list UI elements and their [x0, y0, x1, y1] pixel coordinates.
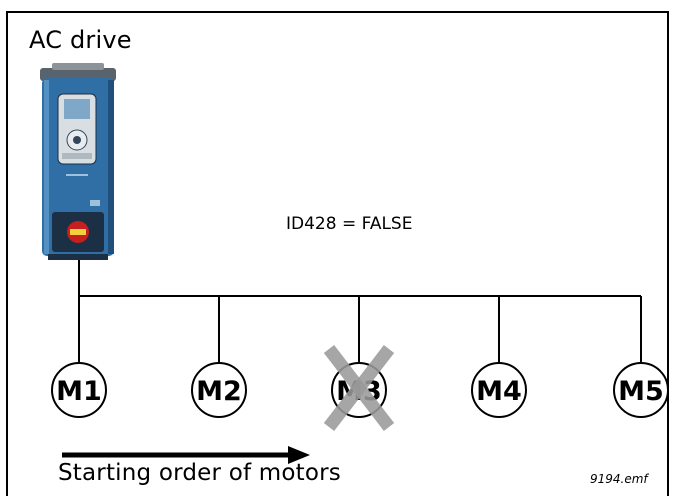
frame-border — [6, 11, 669, 496]
motors-group: M1 M2 M3 M4 M5 — [51, 345, 669, 431]
motor-4: M4 — [471, 362, 527, 418]
ac-drive-unit — [40, 63, 116, 260]
diagram-title: AC drive — [29, 26, 132, 54]
motor-1: M1 — [51, 362, 107, 418]
motor-circle — [51, 362, 107, 418]
parameter-label: ID428 = FALSE — [286, 214, 413, 234]
bus-wiring — [78, 260, 642, 364]
order-arrow — [62, 446, 310, 464]
motor-label: M4 — [476, 376, 522, 407]
motor-5: M5 — [613, 362, 669, 418]
motor-2: M2 — [191, 362, 247, 418]
disabled-cross-icon — [323, 345, 395, 431]
order-label: Starting order of motors — [58, 460, 341, 486]
file-reference: 9194.emf — [590, 472, 648, 486]
motor-3: M3 — [323, 345, 395, 431]
motor-label: M1 — [56, 376, 102, 407]
motor-circle — [191, 362, 247, 418]
motor-circle — [613, 362, 669, 418]
motor-label: M5 — [618, 376, 664, 407]
motor-label: M2 — [196, 376, 242, 407]
motor-circle — [471, 362, 527, 418]
